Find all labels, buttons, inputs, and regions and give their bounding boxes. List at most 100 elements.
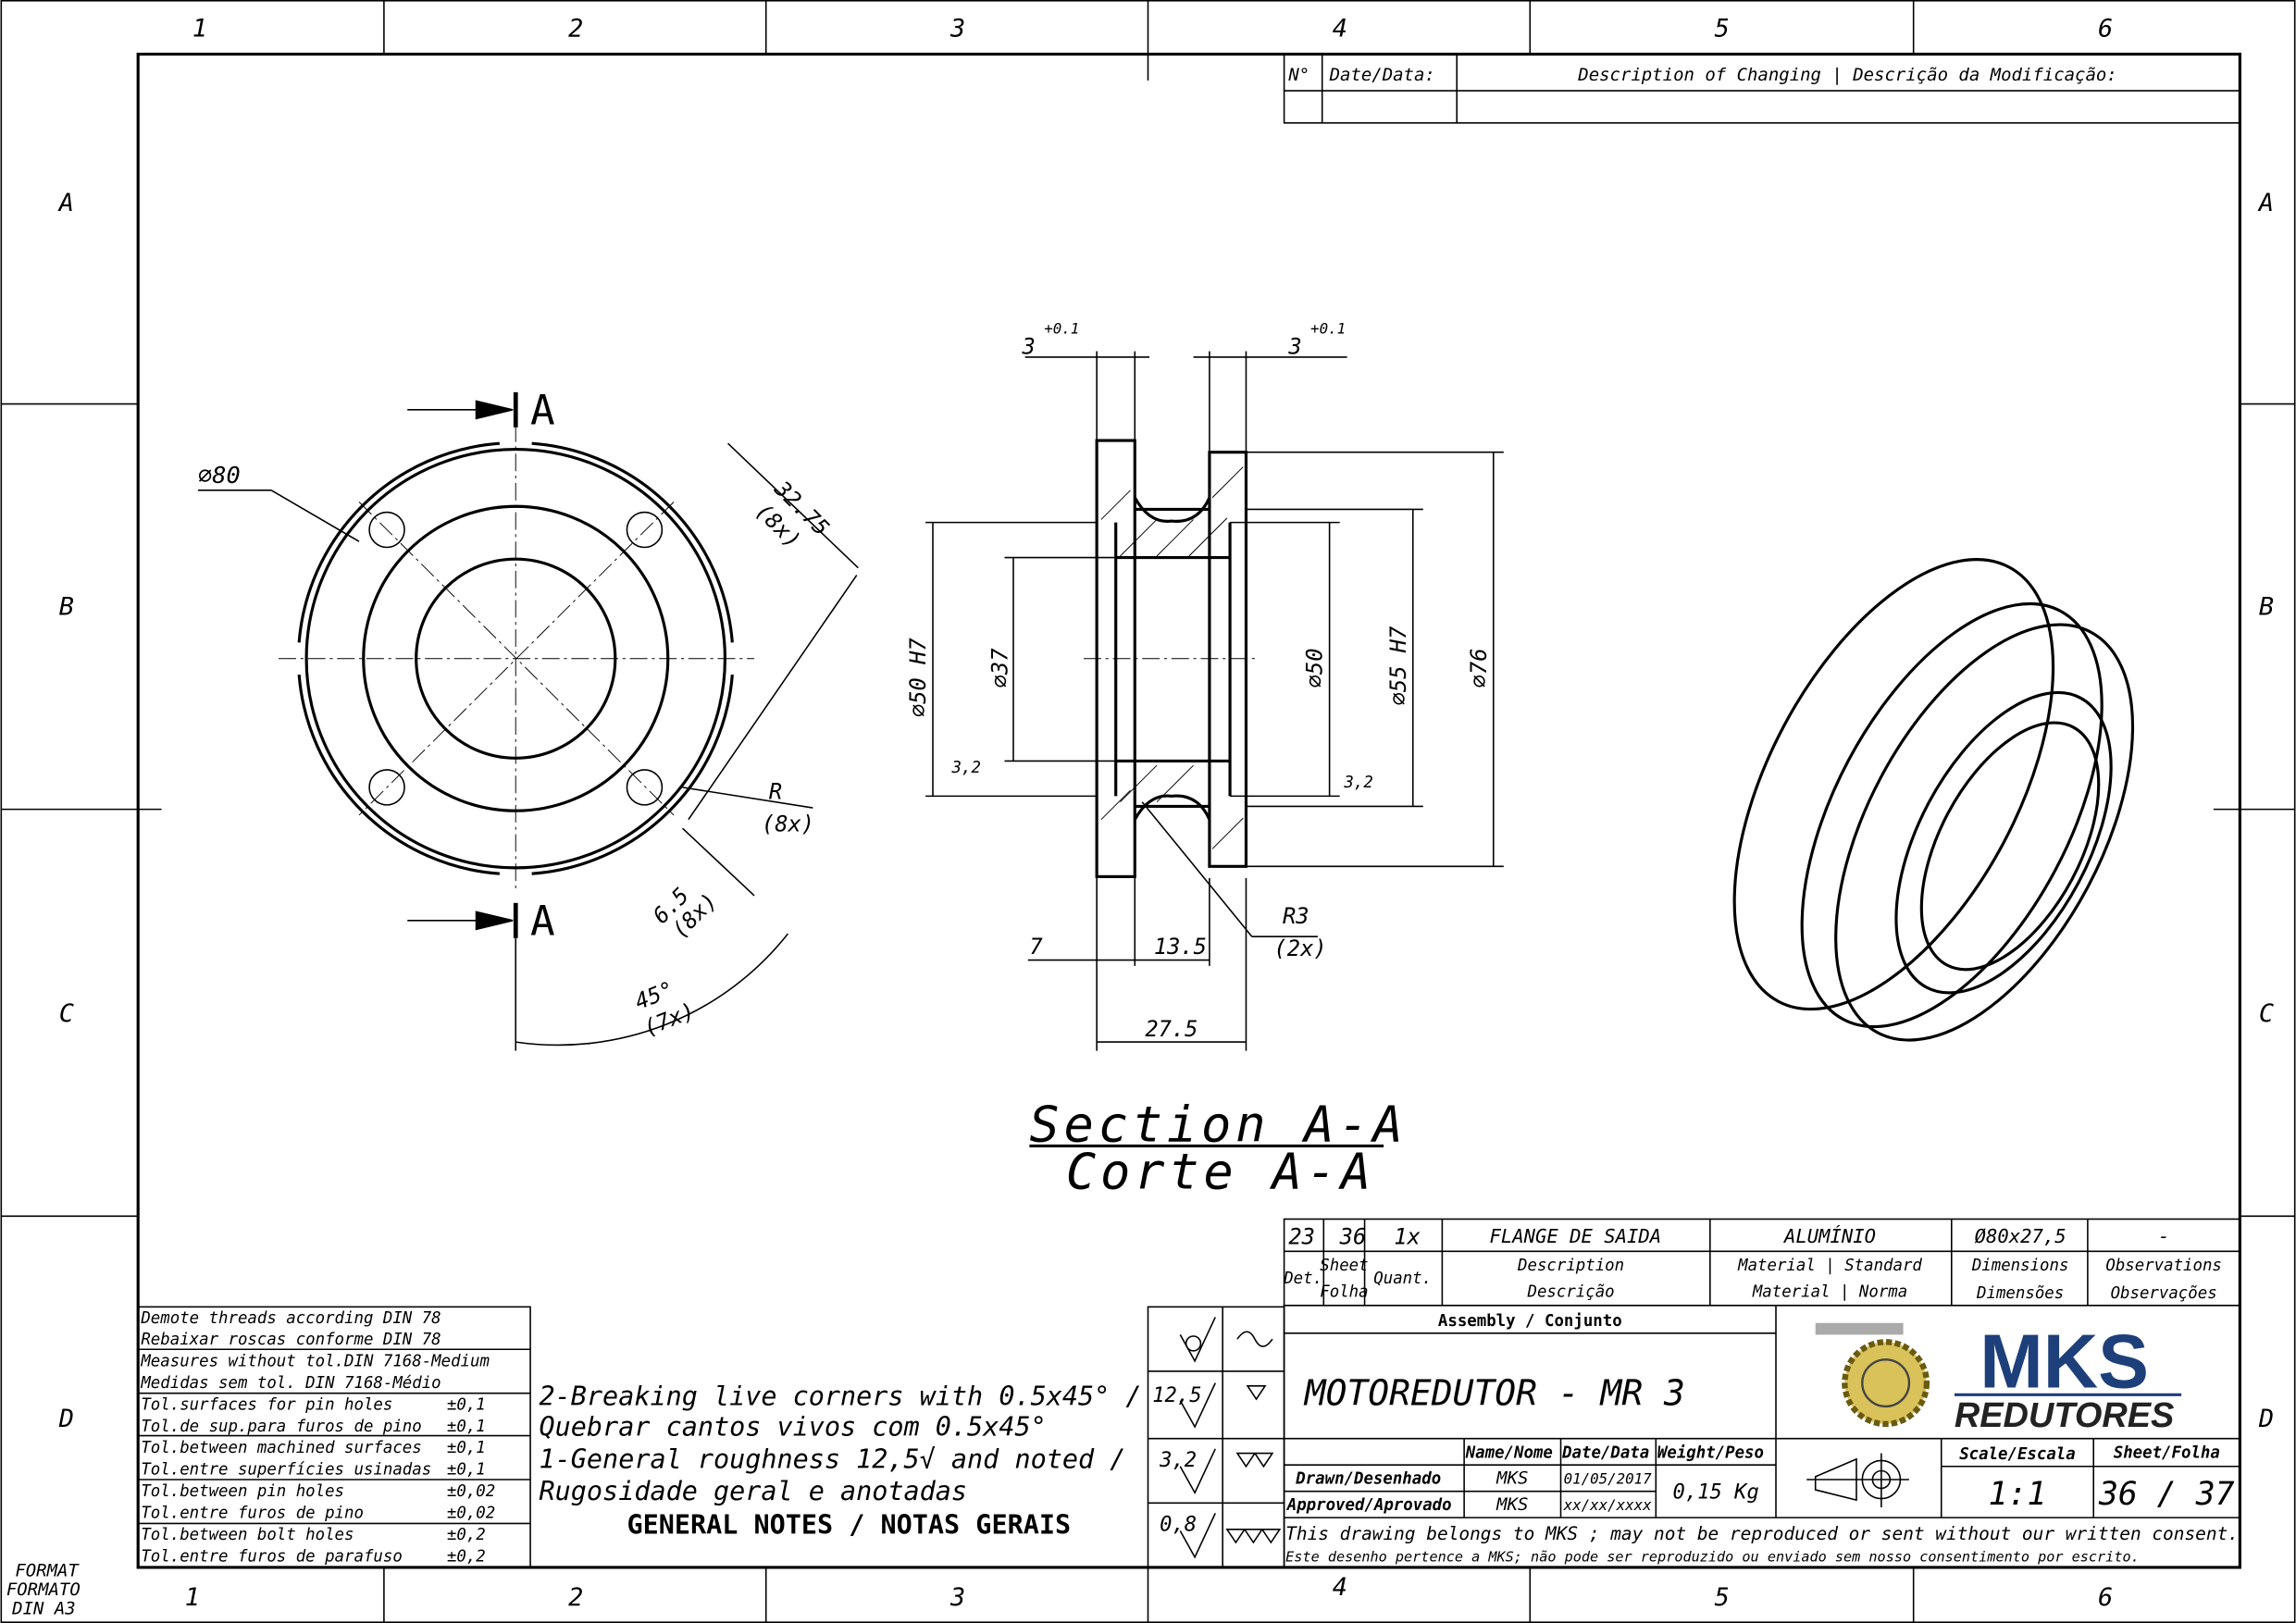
general-notes: 2-Breaking live corners with 0.5x45° / Q…	[540, 1381, 1142, 1540]
note-row-label: Tol.surfaces for pin holes	[141, 1395, 392, 1414]
label-det: Det.	[1283, 1270, 1322, 1288]
note-row-tolerance: ±0,02	[447, 1504, 495, 1522]
note-row-label: Tol.between machined surfaces	[141, 1439, 421, 1457]
label-description-pt: Descrição	[1527, 1282, 1615, 1301]
zone-col-5-bottom: 5	[1715, 1583, 1730, 1612]
label-dimensions: Dimensions	[1971, 1257, 2069, 1275]
title-block: Assembly / Conjunto MOTOREDUTOR - MR 3 M…	[1283, 1305, 2241, 1568]
dim-slot-radius: R	[769, 779, 782, 805]
zone-row-a-right: A	[2257, 189, 2274, 217]
header-date: Date/Data	[1561, 1443, 1649, 1462]
sheet-value: 36 / 37	[2098, 1476, 2235, 1513]
assembly-name: MOTOREDUTOR - MR 3	[1303, 1372, 1685, 1413]
section-mark-bottom: A	[530, 898, 555, 946]
roughness-value: 0,8	[1160, 1512, 1197, 1536]
part-quantity: 1x	[1394, 1223, 1421, 1249]
roughness-value: 3,2	[1159, 1448, 1197, 1472]
assembly-label: Assembly / Conjunto	[1438, 1312, 1622, 1331]
scale-value: 1:1	[1989, 1476, 2047, 1513]
approved-label: Approved/Aprovado	[1286, 1496, 1452, 1515]
zone-row-b: B	[59, 592, 74, 621]
zone-col-1-bottom: 1	[185, 1583, 200, 1612]
format-label-pt: FORMATO	[6, 1580, 81, 1600]
note-row-label: Medidas sem tol. DIN 7168-Médio	[140, 1374, 441, 1393]
format-value: DIN A3	[11, 1599, 76, 1619]
label-description: Description	[1517, 1257, 1624, 1275]
dim-left-thickness: 3	[1021, 334, 1035, 360]
zone-row-a: A	[57, 189, 74, 217]
weight-value: 0,15 Kg	[1673, 1481, 1759, 1505]
dim-27-5: 27.5	[1145, 1016, 1198, 1042]
part-dimensions: Ø80x27,5	[1975, 1225, 2066, 1247]
general-notes-title: GENERAL NOTES / NOTAS GERAIS	[627, 1510, 1071, 1541]
rev-number-header: N°	[1287, 65, 1309, 85]
drawn-name: MKS	[1496, 1468, 1528, 1489]
note-line: 2-Breaking live corners with 0.5x45° /	[540, 1381, 1142, 1411]
note-row-label: Tol.between pin holes	[141, 1482, 344, 1501]
zone-row-d-right: D	[2258, 1405, 2274, 1433]
roughness-mark: 3,2	[1343, 774, 1372, 792]
roughness-value: 12,5	[1152, 1383, 1201, 1407]
header-scale: Scale/Escala	[1959, 1445, 2076, 1464]
note-row-label: Measures without tol.DIN 7168-Medium	[140, 1353, 490, 1371]
dim-7: 7	[1029, 934, 1043, 960]
rev-date-header: Date/Data:	[1329, 65, 1435, 85]
dim-d50-h7: ∅50 H7	[905, 638, 931, 717]
label-material: Material | Standard	[1737, 1257, 1922, 1275]
note-line: 1-General roughness 12,5√ and noted /	[540, 1443, 1126, 1474]
zone-col-6: 6	[2098, 15, 2113, 43]
header-sheet: Sheet/Folha	[2114, 1443, 2220, 1462]
isometric-view	[1732, 558, 2135, 1042]
note-row-label: Tol.entre furos de parafuso	[141, 1547, 402, 1566]
label-observations: Observations	[2105, 1257, 2222, 1275]
zone-col-1: 1	[192, 15, 207, 43]
zone-col-3-bottom: 3	[949, 1583, 965, 1612]
zone-col-6-bottom: 6	[2098, 1583, 2113, 1612]
dim-d76: ∅76	[1466, 649, 1492, 688]
section-mark-top: A	[530, 388, 555, 435]
dim-r3-qty: (2x)	[1274, 935, 1327, 961]
part-observations: -	[2158, 1225, 2169, 1247]
copyright-notice-pt: Este desenho pertence a MKS; não pode se…	[1285, 1549, 2140, 1566]
zone-col-4: 4	[1333, 15, 1347, 43]
section-title: Section A-A	[1029, 1096, 1407, 1154]
part-material: ALUMÍNIO	[1782, 1224, 1876, 1247]
zone-row-c-right: C	[2259, 999, 2274, 1028]
zone-col-2: 2	[568, 15, 583, 43]
note-row-label: Tol.entre furos de pino	[141, 1504, 364, 1522]
header-name: Name/Nome	[1465, 1443, 1553, 1462]
zone-col-3: 3	[949, 15, 965, 43]
note-row-tolerance: ±0,1	[447, 1439, 486, 1457]
note-row-label: Rebaixar roscas conforme DIN 78	[141, 1331, 441, 1349]
section-view: 3 +0.1 3 +0.1 ∅50 H7 ∅37 ∅50 ∅55 H7 ∅76 …	[905, 320, 1504, 1200]
mks-logo: MKS REDUTORES	[1815, 1319, 2182, 1435]
format-label: FORMAT	[15, 1560, 80, 1580]
note-row-tolerance: ±0,2	[447, 1526, 486, 1544]
drawn-date: 01/05/2017	[1564, 1470, 1653, 1488]
dim-d37: ∅37	[987, 648, 1013, 688]
front-view: A A ∅80 32.75 (8x) R (8x) 6.5 (8x) 45° (…	[198, 388, 859, 1051]
note-row-tolerance: ±0,1	[447, 1461, 486, 1480]
logo-text: MKS	[1980, 1319, 2149, 1404]
logo-subtext: REDUTORES	[1955, 1396, 2175, 1435]
note-row-tolerance: ±0,1	[447, 1395, 486, 1414]
approved-date: xx/xx/xxxx	[1563, 1496, 1653, 1514]
note-line: Quebrar cantos vivos com 0.5x45°	[540, 1412, 1047, 1443]
dim-right-thickness: 3	[1287, 334, 1301, 360]
dim-d55-h7: ∅55 H7	[1385, 626, 1411, 705]
drawn-label: Drawn/Desenhado	[1295, 1470, 1441, 1489]
label-material-pt: Material | Norma	[1752, 1282, 1907, 1301]
label-dimensions-pt: Dimensões	[1976, 1284, 2064, 1303]
note-row-tolerance: ±0,1	[447, 1418, 486, 1436]
revision-table: N° Date/Data: Description of Changing | …	[1283, 53, 2241, 124]
dim-left-tolerance: +0.1	[1044, 320, 1079, 338]
zone-col-4-bottom: 4	[1333, 1573, 1347, 1602]
parts-list: 23 36 1x FLANGE DE SAIDA ALUMÍNIO Ø80x27…	[1283, 1218, 2241, 1307]
zone-col-5: 5	[1715, 15, 1730, 43]
zone-row-b-right: B	[2259, 592, 2274, 621]
label-observations-pt: Observações	[2111, 1284, 2217, 1303]
notes-table: Demote threads according DIN 78Rebaixar …	[137, 1306, 531, 1568]
dim-d50: ∅50	[1302, 649, 1328, 688]
part-sheet: 36	[1339, 1223, 1367, 1249]
